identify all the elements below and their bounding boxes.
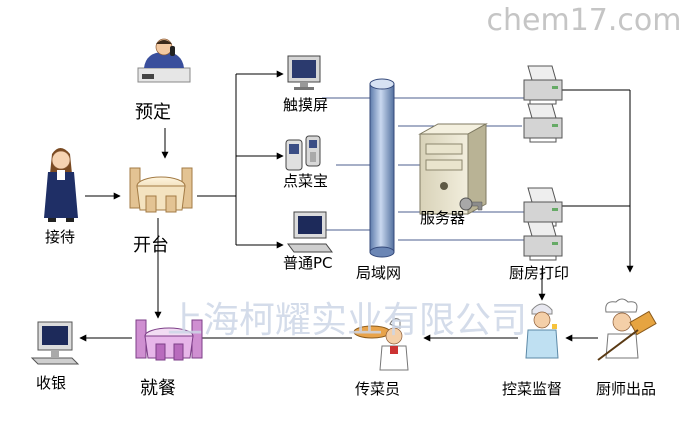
pc-icon xyxy=(30,321,80,365)
person-on-phone-icon xyxy=(137,38,191,83)
label-regular-pc: 普通PC xyxy=(283,254,333,272)
watermark-center: 上海柯耀实业有限公司 xyxy=(167,300,527,341)
waiter-icon xyxy=(353,318,409,371)
printer-icon xyxy=(523,187,563,227)
lan-column xyxy=(369,78,395,258)
monitor-icon xyxy=(287,55,321,90)
chef-icon xyxy=(597,298,657,361)
supervisor-icon xyxy=(525,303,559,359)
printer-icon xyxy=(523,65,563,105)
label-chef-output: 厨师出品 xyxy=(596,380,657,398)
dining-table-icon xyxy=(129,167,193,213)
label-reception: 接待 xyxy=(45,228,76,246)
label-touchscreen: 触摸屏 xyxy=(283,96,329,114)
printer-icon xyxy=(523,103,563,143)
receptionist-icon xyxy=(44,148,78,222)
label-reserve: 预定 xyxy=(135,102,171,123)
label-dining: 就餐 xyxy=(140,378,176,399)
label-lan: 局域网 xyxy=(356,264,402,282)
server-icon xyxy=(418,123,488,215)
connectors xyxy=(79,70,634,342)
watermark-top: chem17.com xyxy=(487,3,682,38)
handheld-device-icon xyxy=(285,135,321,171)
label-open-table: 开台 xyxy=(133,235,169,256)
label-kitchen-print: 厨房打印 xyxy=(509,264,570,282)
label-cashier: 收银 xyxy=(36,374,67,392)
dining-table-icon xyxy=(135,319,203,361)
label-ordering-device: 点菜宝 xyxy=(283,172,329,190)
label-waiter: 传菜员 xyxy=(355,380,401,398)
printer-icon xyxy=(523,221,563,261)
label-dish-control: 控菜监督 xyxy=(502,380,563,398)
label-server: 服务器 xyxy=(420,209,466,227)
pc-icon xyxy=(287,211,333,253)
